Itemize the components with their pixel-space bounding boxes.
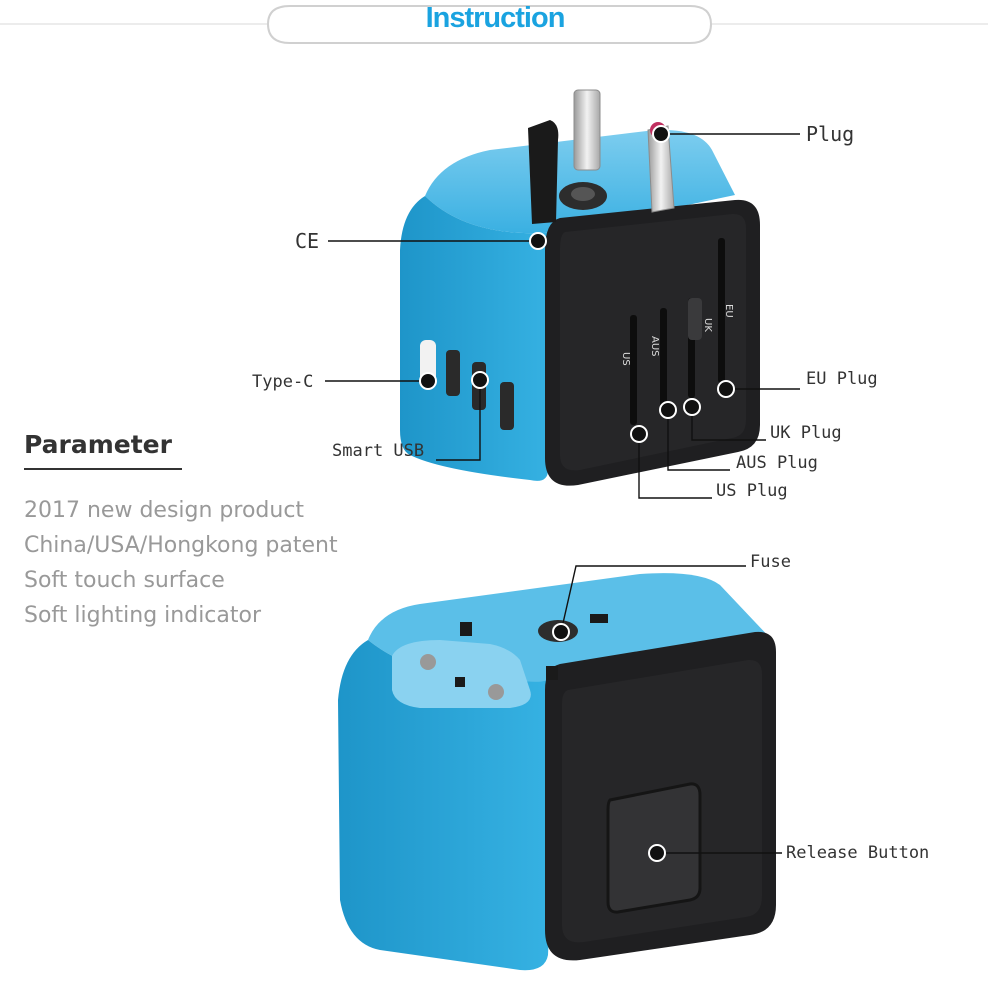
label-eu-plug: EU Plug — [806, 369, 878, 389]
parameter-list: 2017 new design product China/USA/Hongko… — [24, 493, 338, 633]
parameter-item: Soft lighting indicator — [24, 603, 262, 628]
title-frame — [0, 5, 988, 44]
parameter-item: China/USA/Hongkong patent — [24, 533, 338, 558]
label-plug: Plug — [806, 122, 855, 146]
slider-label-us: US — [620, 352, 631, 366]
label-fuse: Fuse — [750, 552, 791, 572]
parameter-heading: Parameter — [24, 430, 172, 459]
parameter-item: 2017 new design product — [24, 498, 305, 523]
parameter-underline — [24, 468, 182, 470]
slider-label-aus: AUS — [649, 336, 660, 357]
label-uk-plug: UK Plug — [770, 423, 842, 443]
label-smart-usb: Smart USB — [332, 441, 425, 461]
label-ce: CE — [295, 229, 320, 253]
slider-label-eu: EU — [723, 304, 734, 318]
type-c-dot — [419, 372, 437, 390]
aus-plug-dot — [659, 401, 677, 419]
adapter-bottom-left-side — [338, 640, 560, 971]
plug-dot — [652, 125, 670, 143]
label-aus-plug: AUS Plug — [736, 453, 818, 473]
us-plug-dot — [630, 425, 648, 443]
label-type-c: Type-C — [252, 372, 314, 392]
fuse-dot — [552, 623, 570, 641]
slider-label-uk: UK — [702, 318, 713, 332]
smart-usb-dot — [471, 371, 489, 389]
eu-plug-dot — [717, 380, 735, 398]
parameter-item: Soft touch surface — [24, 568, 225, 593]
label-us-plug: US Plug — [716, 481, 788, 501]
page-title: Instruction — [425, 2, 566, 34]
label-release-button: Release Button — [786, 843, 930, 863]
adapter-left-side — [400, 196, 560, 481]
ce-dot — [529, 232, 547, 250]
release-button-dot — [648, 844, 666, 862]
uk-plug-dot — [683, 398, 701, 416]
